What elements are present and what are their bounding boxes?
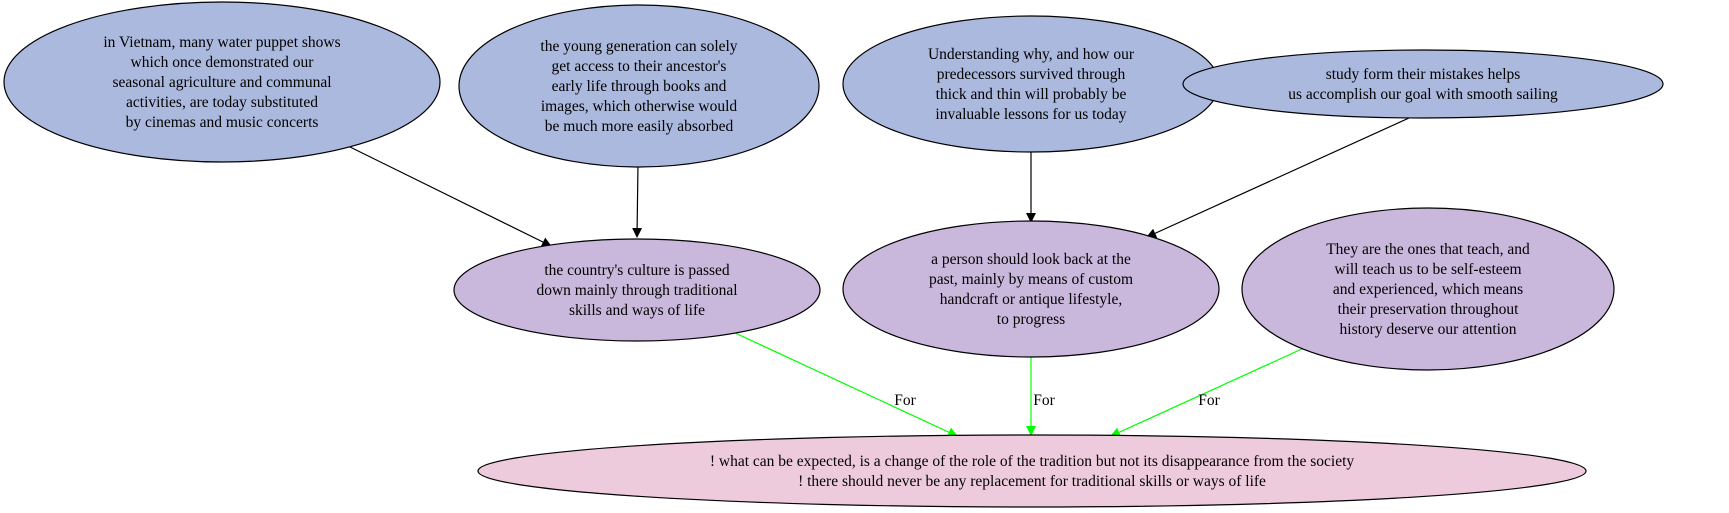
premise3-node: Understanding why, and how our predecesso… <box>842 15 1220 153</box>
claim1-text-line: skills and ways of life <box>569 302 705 319</box>
premise3-text-line: Understanding why, and how our <box>928 46 1135 63</box>
edge-claim3-to-conclusion: For <box>1110 347 1305 437</box>
claim2-text-line: past, mainly by means of custom <box>929 271 1133 288</box>
claim3-text-line: and experienced, which means <box>1333 281 1523 298</box>
claim1-node: the country's culture is passed down main… <box>453 238 821 342</box>
claim2-text-line: handcraft or antique lifestyle, <box>940 291 1122 308</box>
premise2-text-line: be much more easily absorbed <box>545 118 734 135</box>
claim2-text-line: a person should look back at the <box>931 251 1131 268</box>
premise3-text-line: predecessors survived through <box>937 66 1126 83</box>
edge-premise1-to-claim1 <box>347 145 552 247</box>
conclusion-node: ! what can be expected, is a change of t… <box>477 434 1587 508</box>
claim3-text-line: They are the ones that teach, and <box>1326 241 1530 258</box>
claim2-node: a person should look back at the past, ma… <box>842 220 1220 358</box>
premise4-text-line: us accomplish our goal with smooth saili… <box>1288 86 1558 103</box>
premise1-text-line: by cinemas and music concerts <box>126 114 319 131</box>
premise2-node: the young generation can solely get acces… <box>458 4 820 168</box>
edge-arrow <box>347 145 552 247</box>
premise2-text-line: images, which otherwise would <box>541 98 738 115</box>
premise3-ellipse <box>842 15 1220 153</box>
claim1-text-line: down mainly through traditional <box>536 282 737 299</box>
claim3-node: They are the ones that teach, and will te… <box>1241 207 1615 371</box>
claim3-ellipse <box>1241 207 1615 371</box>
edge-arrow <box>1110 347 1305 437</box>
edge-claim2-to-conclusion: For <box>1026 354 1056 436</box>
edge-premise4-to-claim2 <box>1146 117 1410 238</box>
premise4-text-line: study form their mistakes helps <box>1326 66 1521 83</box>
edge-claim1-to-conclusion: For <box>732 331 958 437</box>
premise1-text-line: activities, are today substituted <box>126 94 318 111</box>
claim1-text-line: the country's culture is passed <box>544 262 730 279</box>
claim3-text-line: will teach us to be self-esteem <box>1334 261 1521 278</box>
claim1-ellipse <box>453 238 821 342</box>
premise1-text-line: seasonal agriculture and communal <box>112 74 331 91</box>
premise1-ellipse <box>3 1 441 163</box>
premise2-text-line: early life through books and <box>552 78 727 95</box>
conclusion-text-line: ! there should never be any replacement … <box>798 473 1266 490</box>
premise2-text-line: the young generation can solely <box>540 38 737 55</box>
premise2-text-line: get access to their ancestor's <box>552 58 727 75</box>
conclusion-text-line: ! what can be expected, is a change of t… <box>710 453 1355 470</box>
claim3-text-line: history deserve our attention <box>1340 321 1517 338</box>
edge-label: For <box>1198 392 1220 409</box>
claim3-text-line: their preservation throughout <box>1338 301 1519 318</box>
edge-label: For <box>894 392 916 409</box>
nodes-layer: in Vietnam, many water puppet shows which… <box>3 1 1664 508</box>
claim2-text-line: to progress <box>997 311 1065 328</box>
premise3-text-line: thick and thin will probably be <box>936 86 1127 103</box>
edge-arrow <box>732 331 958 437</box>
premise4-node: study form their mistakes helps us accomp… <box>1182 49 1664 119</box>
claim2-ellipse <box>842 220 1220 358</box>
premise1-text-line: in Vietnam, many water puppet shows <box>103 34 340 51</box>
premise1-node: in Vietnam, many water puppet shows which… <box>3 1 441 163</box>
conclusion-ellipse <box>477 434 1587 508</box>
premise2-ellipse <box>458 4 820 168</box>
edges-layer: For For For <box>347 117 1410 437</box>
edge-premise2-to-claim1 <box>632 162 643 238</box>
premise4-ellipse <box>1182 49 1664 119</box>
premise3-text-line: invaluable lessons for us today <box>935 106 1126 123</box>
premise1-text-line: which once demonstrated our <box>131 54 315 71</box>
edge-label: For <box>1033 392 1055 409</box>
edge-arrow <box>1146 117 1410 238</box>
edge-arrow <box>632 162 643 238</box>
